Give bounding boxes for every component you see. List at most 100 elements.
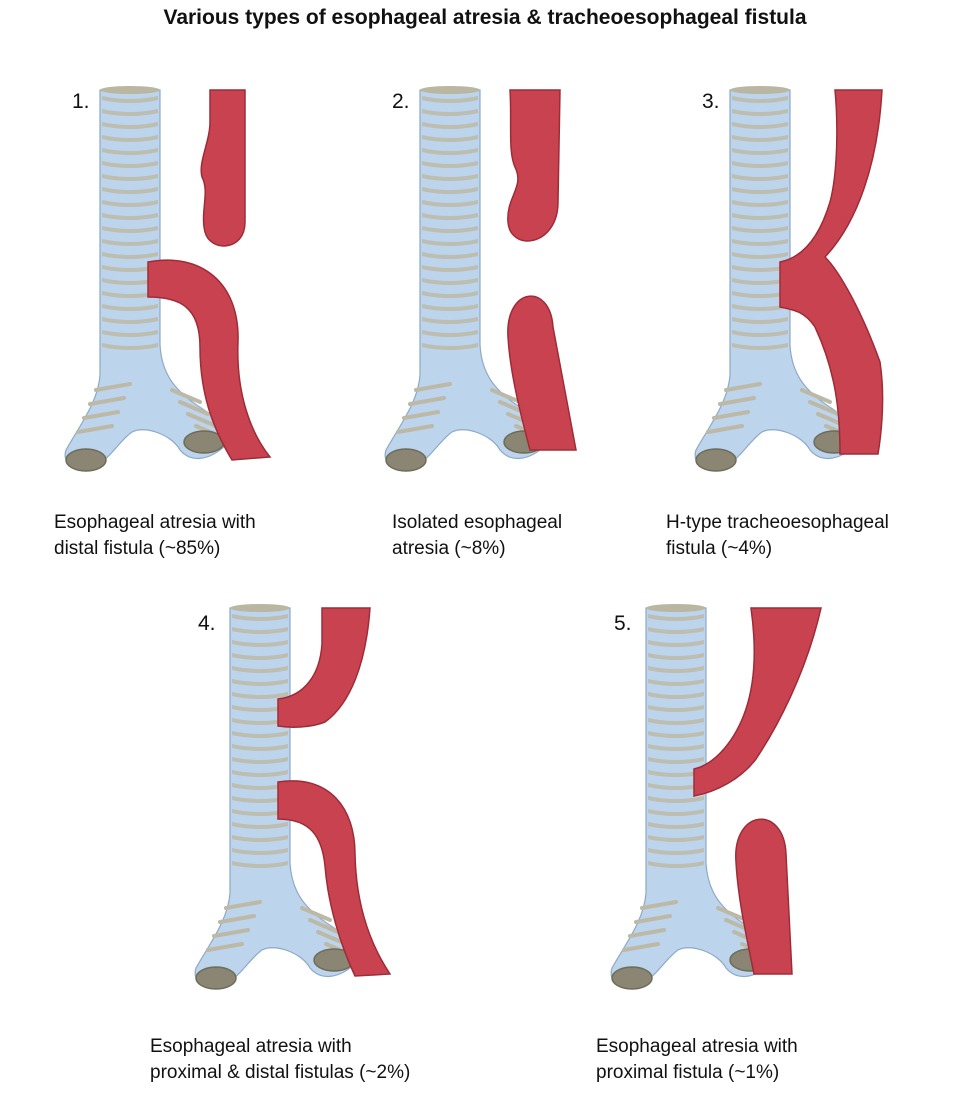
left-bronchus-opening (611, 966, 653, 990)
esophagus-with-h-fistula (779, 89, 884, 455)
cartilage-ring (732, 135, 788, 142)
cartilage-ring (232, 809, 288, 816)
cartilage-ring (732, 200, 788, 207)
cartilage-ring (648, 640, 704, 647)
bronchus-ring (712, 410, 750, 420)
cartilage-ring (102, 96, 158, 103)
trachea-tube (194, 607, 357, 988)
cartilage-ring (648, 861, 704, 868)
cartilage-ring (422, 265, 478, 272)
cartilage-ring (732, 304, 788, 311)
bronchus-ring (716, 906, 748, 922)
type-3-illustration (694, 86, 884, 472)
type-5-illustration (610, 604, 822, 990)
cartilage-ring (102, 187, 158, 194)
proximal-fistula (693, 607, 822, 797)
cartilage-ring (732, 252, 788, 259)
panel-number: 1. (72, 90, 90, 113)
cartilage-ring (732, 278, 788, 285)
bronchus-ring (490, 388, 522, 404)
cartilage-ring (732, 96, 788, 103)
cartilage-ring (648, 679, 704, 686)
cartilage-ring (102, 265, 158, 272)
cartilage-ring (422, 161, 478, 168)
cartilage-ring (232, 679, 288, 686)
cartilage-ring (648, 627, 704, 634)
bronchus-ring (800, 388, 832, 404)
bronchus-ring (634, 914, 672, 924)
cartilage-ring (422, 96, 478, 103)
bronchus-ring (212, 928, 250, 938)
cartilage-ring (422, 200, 478, 207)
cartilage-ring (648, 835, 704, 842)
cartilage-ring (232, 705, 288, 712)
cartilage-ring (648, 614, 704, 621)
panel-caption: Esophageal atresia with proximal & dista… (150, 1036, 411, 1083)
cartilage-ring (422, 291, 478, 298)
bronchus-ring (308, 918, 340, 934)
cartilage-ring (232, 653, 288, 660)
upper-esophageal-pouch (200, 89, 246, 247)
bronchus-ring (88, 396, 126, 406)
bronchus-ring (206, 942, 244, 952)
panel-caption: Esophageal atresia with distal fistula (… (54, 512, 256, 559)
cartilage-ring (732, 187, 788, 194)
cartilage-ring (732, 109, 788, 116)
cartilage-ring (422, 343, 478, 350)
bronchus-ring (82, 410, 120, 420)
panel-type-2: 2. Isolated esophageal atresia (~8%) (380, 82, 680, 559)
cartilage-ring (102, 200, 158, 207)
cartilage-ring (648, 718, 704, 725)
cartilage-ring (648, 822, 704, 829)
cartilage-ring (648, 757, 704, 764)
cartilage-ring (102, 148, 158, 155)
cartilage-ring (232, 640, 288, 647)
cartilage-ring (732, 122, 788, 129)
bronchus-ring (170, 388, 202, 404)
trachea-top-opening (420, 86, 480, 94)
panel-type-1: 1. Esophageal atresia with distal fistul… (54, 82, 360, 559)
cartilage-ring (102, 161, 158, 168)
trachea-top-opening (230, 604, 290, 612)
cartilage-ring (232, 757, 288, 764)
panel-type-5: 5. Esophageal atresia with proximal fist… (596, 604, 906, 1083)
bronchus-ring (224, 900, 262, 910)
cartilage-ring (102, 291, 158, 298)
bronchus-ring (622, 942, 660, 952)
cartilage-ring (732, 330, 788, 337)
cartilage-ring (102, 226, 158, 233)
bronchus-ring (218, 914, 256, 924)
upper-esophageal-pouch (507, 89, 561, 242)
cartilage-ring (732, 161, 788, 168)
trachea-tube (694, 89, 857, 470)
cartilage-ring (732, 265, 788, 272)
trachea (384, 86, 547, 472)
cartilage-ring (232, 731, 288, 738)
cartilage-ring (232, 614, 288, 621)
trachea-top-opening (646, 604, 706, 612)
cartilage-ring (102, 330, 158, 337)
cartilage-ring (102, 109, 158, 116)
cartilage-ring (232, 822, 288, 829)
proximal-fistula (277, 607, 371, 728)
cartilage-ring (732, 226, 788, 233)
bronchus-ring (408, 396, 446, 406)
trachea-tube (384, 89, 547, 470)
panel-number: 4. (198, 612, 216, 635)
cartilage-ring (732, 239, 788, 246)
type-4-illustration (194, 604, 392, 990)
cartilage-ring (232, 848, 288, 855)
cartilage-ring (732, 343, 788, 350)
left-bronchus-opening (385, 448, 427, 472)
cartilage-ring (102, 239, 158, 246)
bronchus-ring (396, 424, 434, 434)
cartilage-ring (232, 770, 288, 777)
cartilage-ring (422, 252, 478, 259)
bronchus-ring (300, 906, 332, 922)
left-bronchus-opening (65, 448, 107, 472)
cartilage-ring (648, 809, 704, 816)
cartilage-ring (732, 213, 788, 220)
cartilage-ring (232, 718, 288, 725)
cartilage-ring (422, 239, 478, 246)
bronchus-ring (724, 382, 762, 392)
